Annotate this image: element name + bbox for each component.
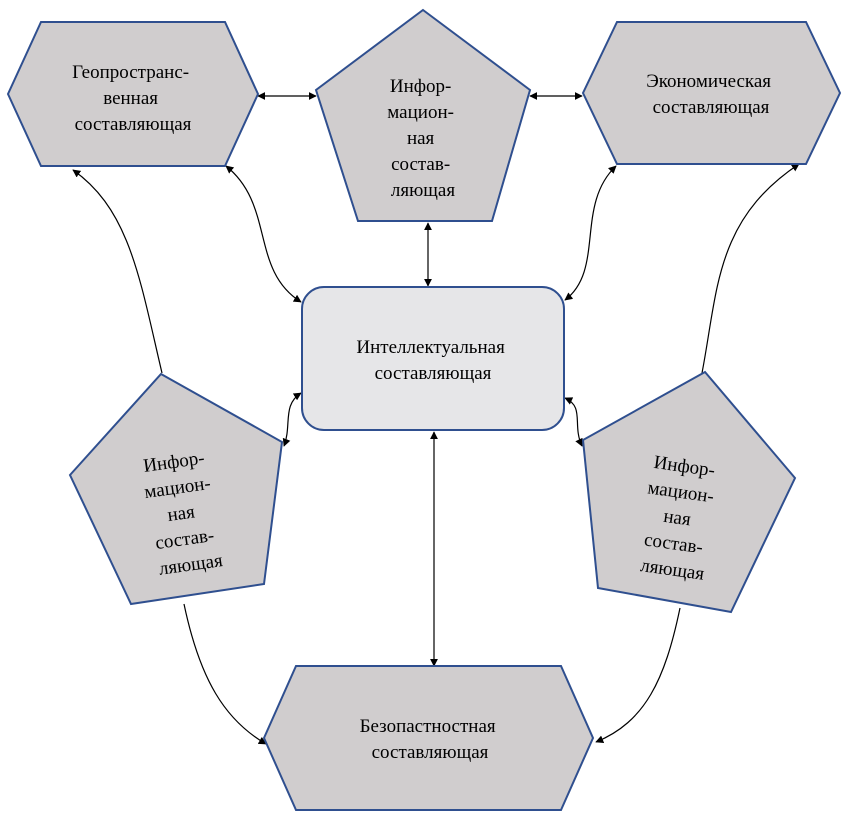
node-economic: Экономическая составляющая [581,21,842,165]
node-info-left: Инфор- мацион- ная состав- ляющая [68,372,284,606]
node-security: Безопастностная составляющая [262,665,595,811]
connector-info-right-intel [564,397,583,447]
connector-info-right-security [595,607,681,743]
connector-econ-intel [564,165,617,301]
geospatial-label-line: Геопространс- [72,62,189,83]
info-right-pentagon [581,370,797,614]
security-label: Безопастностная составляющая [360,716,501,763]
connectors [72,92,800,745]
intellectual-label-line: Интеллектуальная [356,337,505,358]
node-info-right: Инфор- мацион- ная состав- ляющая [581,370,797,614]
info-top-label-line: ная [407,128,435,149]
security-label-line: составляющая [372,742,489,763]
node-geospatial: Геопространс- венная составляющая [6,21,260,167]
connector-info-left-security [183,603,267,745]
info-left-pentagon [68,372,284,606]
connector-geo-intel [225,165,302,303]
economic-label-line: Экономическая [646,71,771,92]
info-right-label-line: ная [662,506,692,531]
info-left-label-line: ная [166,501,196,526]
intellectual-box [301,286,565,431]
connector-info-left-geo [72,169,163,374]
info-top-label-line: ляющая [391,180,455,201]
info-top-label-line: Инфор- [390,76,452,97]
connector-info-right-econ [701,163,800,374]
intellectual-label: Интеллектуальная составляющая [356,337,509,384]
economic-label-line: составляющая [653,97,770,118]
geospatial-label-line: венная [103,88,158,109]
security-hexagon [262,665,595,811]
intellectual-label-line: составляющая [375,363,492,384]
node-info-top: Инфор- мацион- ная состав- ляющая [314,8,532,222]
info-top-label: Инфор- мацион- ная состав- ляющая [387,76,458,201]
node-intellectual: Интеллектуальная составляющая [301,286,565,431]
info-top-label-line: мацион- [387,102,454,123]
economic-hexagon [581,21,842,165]
info-top-pentagon [314,8,532,222]
economic-label: Экономическая составляющая [646,71,776,118]
security-label-line: Безопастностная [360,716,496,737]
geospatial-hexagon [6,21,260,167]
info-top-label-line: состав- [391,154,450,175]
geospatial-label: Геопространс- венная составляющая [72,62,194,135]
connector-info-left-intel [282,392,302,447]
geospatial-label-line: составляющая [75,114,192,135]
